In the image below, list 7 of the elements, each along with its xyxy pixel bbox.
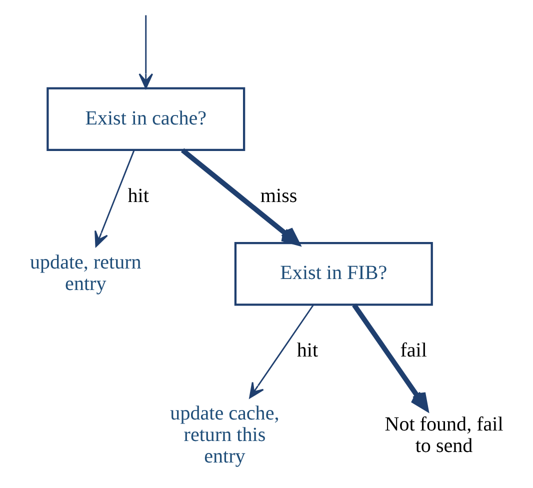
node-text: update cache, return this entry: [170, 402, 279, 468]
edge-label: hit: [296, 340, 318, 362]
edge-label: hit: [127, 184, 148, 207]
node-text: Not found, fail to send: [384, 413, 503, 457]
edge-label: miss: [260, 184, 297, 207]
edge-label: fail: [400, 340, 426, 362]
node-text: update, return entry: [30, 251, 141, 295]
